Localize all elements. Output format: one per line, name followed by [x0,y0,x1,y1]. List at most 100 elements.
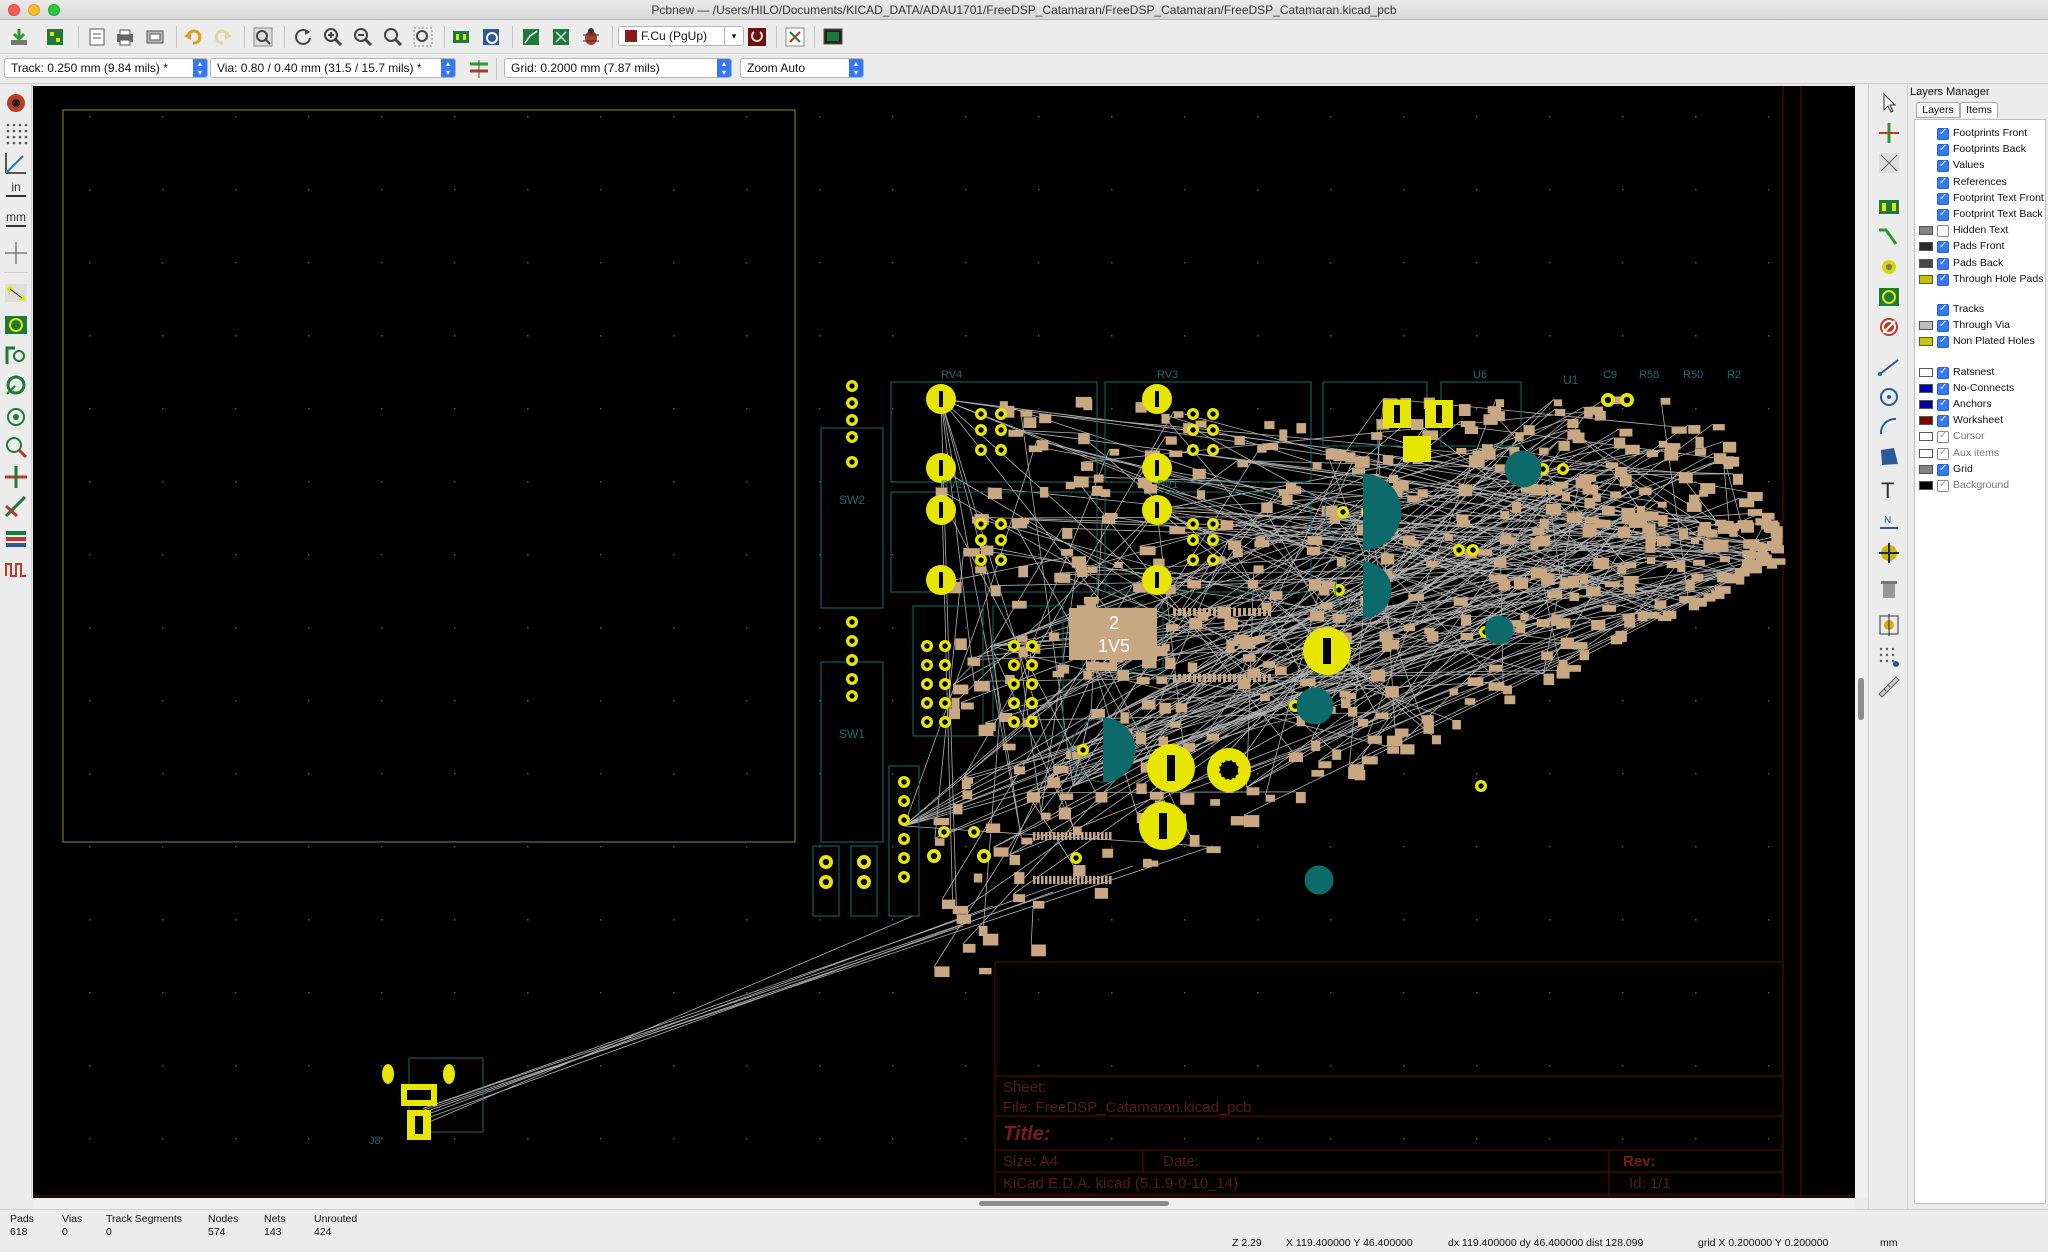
layer-item-row[interactable]: Footprints Front [1915,126,2045,142]
ratsnest-curved-icon[interactable] [3,312,29,338]
layer-color-swatch[interactable] [1919,481,1933,490]
add-circle-icon[interactable] [1876,384,1902,410]
layer-visibility-checkbox[interactable] [1937,257,1949,270]
layer-color-swatch[interactable] [1919,274,1933,284]
layer-color-swatch[interactable] [1919,383,1933,393]
layer-visibility-checkbox[interactable] [1937,273,1949,286]
layer-pair-button[interactable] [744,24,770,50]
scripting-button[interactable] [782,24,808,50]
layer-color-swatch[interactable] [1919,321,1933,331]
layer-color-swatch[interactable] [1919,258,1933,268]
layer-visibility-checkbox[interactable] [1937,192,1949,205]
layer-color-swatch[interactable] [1919,448,1933,458]
layer-color-swatch[interactable] [1919,400,1933,409]
delete-tool-icon[interactable] [1876,576,1902,602]
layer-visibility-checkbox[interactable] [1937,176,1949,189]
layer-item-row[interactable]: Background [1915,478,2045,494]
layer-visibility-checkbox[interactable] [1937,366,1949,379]
add-zone-icon[interactable] [1876,284,1902,310]
layer-item-row[interactable]: Through Via [1915,318,2045,334]
tab-items[interactable]: Items [1960,102,1998,118]
units-inch-button[interactable]: in [3,180,29,206]
via-sketch-icon[interactable] [3,434,29,460]
layer-item-row[interactable]: Non Plated Holes [1915,334,2045,350]
layer-visibility-checkbox[interactable] [1937,225,1949,238]
redo-button[interactable] [210,24,236,50]
layer-item-row[interactable]: Grid [1915,462,2045,478]
layer-visibility-checkbox[interactable] [1937,414,1949,428]
grid-origin-icon[interactable] [1876,644,1902,670]
track-width-select[interactable]: Track: 0.250 mm (9.84 mils) *▴▾ [4,58,208,78]
footprint-editor-button[interactable] [448,24,474,50]
layer-item-row[interactable]: Cursor [1915,429,2045,445]
zoom-window-button[interactable] [48,4,60,16]
page-settings-button[interactable] [84,24,110,50]
layer-item-row[interactable]: Pads Back [1915,256,2045,272]
redraw-button[interactable] [290,24,316,50]
grid-select[interactable]: Grid: 0.2000 mm (7.87 mils)▴▾ [504,58,732,78]
layer-color-swatch[interactable] [1919,416,1933,426]
cursor-shape-icon[interactable] [3,240,29,266]
netlist-button[interactable] [518,24,544,50]
undo-button[interactable] [180,24,206,50]
polar-coords-icon[interactable] [3,150,29,176]
layer-color-swatch[interactable] [1919,337,1933,347]
zoom-fit-button[interactable] [380,24,406,50]
add-via-icon[interactable] [1876,254,1902,280]
high-contrast-icon[interactable] [3,494,29,520]
zoom-select[interactable]: Zoom Auto▴▾ [740,58,864,78]
layer-item-row[interactable]: Footprints Back [1915,142,2045,158]
layer-select[interactable]: F.Cu (PgUp) [618,26,738,46]
units-mm-button[interactable]: mm [3,210,29,236]
add-line-icon[interactable] [1876,354,1902,380]
layer-visibility-checkbox[interactable] [1937,240,1949,254]
layer-visibility-checkbox[interactable] [1937,143,1949,157]
drc-button[interactable] [578,24,604,50]
pcb-setup-button[interactable] [42,24,68,50]
3d-viewer-button[interactable] [820,24,846,50]
grid-toggle-icon[interactable] [3,120,29,146]
plot-button[interactable] [142,24,168,50]
highlight-net-icon[interactable] [1876,120,1902,146]
zone-display-icon[interactable] [3,342,29,368]
layer-item-row[interactable]: References [1915,175,2045,191]
footprint-viewer-button[interactable] [478,24,504,50]
layer-item-row[interactable]: No-Connects [1915,381,2045,397]
pad-sketch-icon[interactable] [3,404,29,430]
layer-dropdown-arrow[interactable]: ▾ [724,26,744,46]
zoom-area-button[interactable] [410,24,436,50]
layer-visibility-checkbox[interactable] [1937,447,1949,460]
auto-track-width-button[interactable] [466,56,492,82]
close-window-button[interactable] [8,4,20,16]
layer-item-row[interactable]: Tracks [1915,302,2045,318]
zoom-out-button[interactable] [350,24,376,50]
minimize-window-button[interactable] [28,4,40,16]
add-keepout-icon[interactable] [1876,314,1902,340]
layer-color-swatch[interactable] [1919,242,1933,252]
via-size-select[interactable]: Via: 0.80 / 0.40 mm (31.5 / 15.7 mils) *… [210,58,456,78]
layer-item-row[interactable]: Pads Front [1915,239,2045,255]
microwave-toolbar-icon[interactable] [3,556,29,582]
pcb-canvas[interactable]: Sheet: File: FreeDSP_Catamaran.kicad_pcb… [33,86,1855,1198]
measure-tool-icon[interactable] [1876,674,1902,700]
layer-visibility-checkbox[interactable] [1937,127,1949,140]
layer-color-swatch[interactable] [1919,464,1933,474]
add-polygon-icon[interactable] [1876,444,1902,470]
vertical-scroll-thumb[interactable] [1858,678,1864,720]
add-footprint-icon[interactable] [1876,194,1902,220]
layer-visibility-checkbox[interactable] [1937,430,1949,444]
print-button[interactable] [112,24,138,50]
layer-color-swatch[interactable] [1919,367,1933,377]
find-button[interactable] [250,24,276,50]
layer-item-row[interactable]: Through Hole Pads [1915,272,2045,288]
pcb-board-drawing[interactable]: Sheet: File: FreeDSP_Catamaran.kicad_pcb… [33,86,1855,1198]
zoom-in-button[interactable] [320,24,346,50]
drc-marker-icon[interactable] [3,90,29,116]
local-ratsnest-icon[interactable] [1876,150,1902,176]
layer-visibility-checkbox[interactable] [1937,319,1949,333]
layer-item-row[interactable]: Anchors [1915,397,2045,413]
add-dimension-icon[interactable]: N [1876,510,1902,536]
add-arc-icon[interactable] [1876,414,1902,440]
layer-item-row[interactable]: Worksheet [1915,413,2045,429]
track-sketch-icon[interactable] [3,464,29,490]
